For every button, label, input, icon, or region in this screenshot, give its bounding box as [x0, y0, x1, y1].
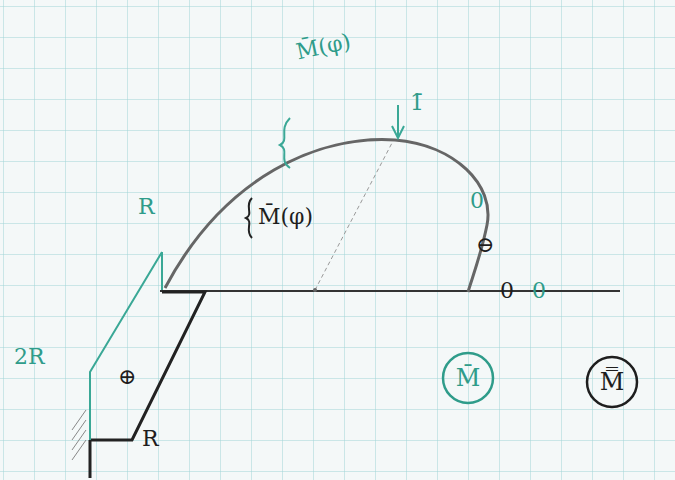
- moment-diagram: [90, 252, 162, 440]
- dimension-label: 2R: [14, 346, 45, 368]
- radius-line: [315, 143, 392, 290]
- dimension-label: R: [142, 428, 159, 450]
- arrow-head: [392, 126, 404, 138]
- sign-symbol: ⊖: [476, 234, 494, 256]
- force-label: 1̄: [410, 92, 424, 114]
- force-arrow: [397, 105, 399, 136]
- hatching: [72, 410, 86, 460]
- axis-line: [160, 290, 620, 292]
- moment-diagram: [90, 292, 205, 440]
- symbol-text: M̄: [440, 366, 496, 390]
- sign-symbol: ⊕: [118, 366, 136, 388]
- support-line: [89, 440, 92, 478]
- dimension-label: R: [138, 196, 155, 218]
- moment-label: M̄(φ): [258, 206, 313, 228]
- zero-mark: 0: [500, 280, 514, 302]
- circled-symbol: M̿: [584, 354, 640, 410]
- brace: [246, 198, 252, 238]
- zero-mark: 0: [532, 280, 546, 302]
- brace: [280, 118, 290, 168]
- symbol-text: M̿: [584, 370, 640, 394]
- zero-mark: 0: [470, 190, 484, 212]
- center-point: [313, 288, 317, 292]
- arch: [165, 140, 488, 292]
- circled-symbol: M̄: [440, 350, 496, 406]
